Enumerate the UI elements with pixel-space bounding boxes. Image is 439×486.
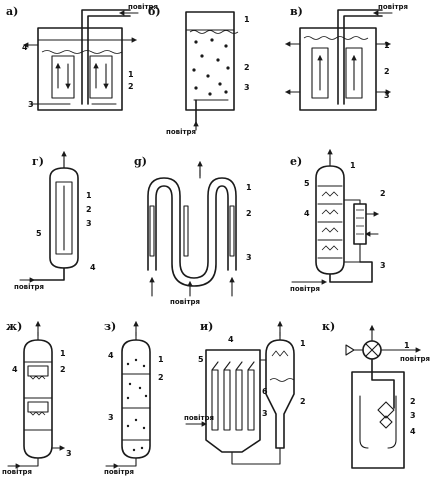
panel-b-label-3: 3	[244, 83, 250, 92]
panel-zh: ж) повітря 1 2 3 4	[2, 320, 72, 476]
panel-k-letter: к)	[322, 320, 335, 333]
panel-v-letter: в)	[290, 5, 303, 18]
panel-e-letter: е)	[290, 155, 302, 168]
panel-a-label-1: 1	[128, 70, 134, 79]
panel-g-label-4: 4	[90, 263, 96, 272]
panel-e-label-5: 5	[304, 179, 310, 188]
panel-i-label-2: 2	[300, 397, 306, 406]
panel-zh-label-1: 1	[60, 349, 66, 358]
panel-g-vessel	[49, 167, 79, 269]
panel-i-label-3: 3	[262, 409, 268, 418]
panel-k-label-4: 4	[410, 427, 416, 436]
panel-a-air-label: повітря	[128, 3, 158, 11]
panel-e-label-4: 4	[304, 209, 310, 218]
panel-a-label-2: 2	[128, 82, 134, 91]
panel-z-label-2: 2	[158, 373, 164, 382]
panel-zh-label-2: 2	[60, 365, 66, 374]
panel-v: в) повітря 1 2 3	[284, 3, 408, 111]
panel-zh-letter: ж)	[6, 320, 22, 333]
panel-g-label-5: 5	[36, 229, 42, 238]
panel-b-air-label: повітря	[166, 128, 196, 136]
panel-i-air-label: повітря	[184, 414, 214, 422]
panel-zh-label-4: 4	[12, 365, 18, 374]
panel-v-label-3: 3	[384, 91, 390, 100]
panel-d-label-1: 1	[246, 183, 252, 192]
panel-a-label-3: 3	[28, 100, 34, 109]
panel-z-letter: з)	[104, 320, 116, 333]
panel-e-air-label: повітря	[290, 285, 320, 293]
panel-a: а) повітря 1 2 3 4	[6, 3, 158, 111]
panel-z-label-4: 4	[108, 351, 114, 360]
panel-v-label-1: 1	[384, 41, 390, 50]
panel-z-label-1: 1	[158, 355, 164, 364]
panel-g: г) повітря 1 2 3 4 5	[14, 150, 96, 291]
panel-b-label-1: 1	[244, 15, 250, 24]
panel-b: б) повітря 1 2 3	[148, 5, 250, 136]
panel-g-label-3: 3	[86, 219, 92, 228]
panel-k-air-label: повітря	[400, 355, 430, 363]
panel-zh-label-3: 3	[66, 449, 72, 458]
panel-i-label-5: 5	[198, 355, 204, 364]
panel-d: g) повітря 1 2 3	[134, 155, 252, 306]
panel-k: к) повітря 1 2 3 4	[322, 320, 430, 469]
panel-k-label-2: 2	[410, 397, 416, 406]
panel-a-tank	[37, 27, 123, 111]
panel-zh-air-label: повітря	[2, 468, 32, 476]
panel-i-label-6: 6	[262, 387, 268, 396]
panel-d-serpentine	[147, 177, 237, 279]
panel-d-label-3: 3	[246, 253, 252, 262]
panel-g-label-2: 2	[86, 205, 92, 214]
panel-z-label-3: 3	[108, 413, 114, 422]
panel-k-tank	[351, 371, 405, 469]
panel-i-label-4: 4	[228, 335, 234, 344]
panel-k-label-3: 3	[410, 411, 416, 420]
panel-i-separator	[265, 339, 295, 449]
panel-d-air-label: повітря	[170, 298, 200, 306]
panel-z: з) повітря 1 2 3 4	[104, 320, 164, 476]
panel-e-label-3: 3	[380, 261, 386, 270]
panel-d-letter: g)	[134, 155, 147, 168]
panel-zh-column	[23, 339, 53, 459]
panel-z-air-label: повітря	[104, 468, 134, 476]
panel-i: и) повітря 1 2 3 4 5 6	[184, 320, 306, 465]
panel-a-label-4: 4	[22, 43, 28, 52]
panel-k-label-1: 1	[404, 341, 410, 350]
panel-e-label-2: 2	[380, 189, 386, 198]
panel-v-label-2: 2	[384, 67, 390, 76]
panel-d-label-2: 2	[246, 209, 252, 218]
panel-z-column	[121, 339, 151, 459]
panel-b-letter: б)	[148, 5, 161, 18]
panel-i-label-1: 1	[300, 339, 306, 348]
panel-e-label-1: 1	[350, 161, 356, 170]
panel-g-air-label: повітря	[14, 283, 44, 291]
panel-g-label-1: 1	[86, 191, 92, 200]
panel-b-column	[185, 11, 235, 111]
panel-v-air-label: повітря	[378, 3, 408, 11]
panel-e: е) повітря 1 2 3 4 5	[290, 148, 386, 293]
panel-i-letter: и)	[200, 320, 213, 333]
panel-a-letter: а)	[6, 5, 18, 18]
panel-g-letter: г)	[32, 155, 44, 168]
panel-b-label-2: 2	[244, 63, 250, 72]
